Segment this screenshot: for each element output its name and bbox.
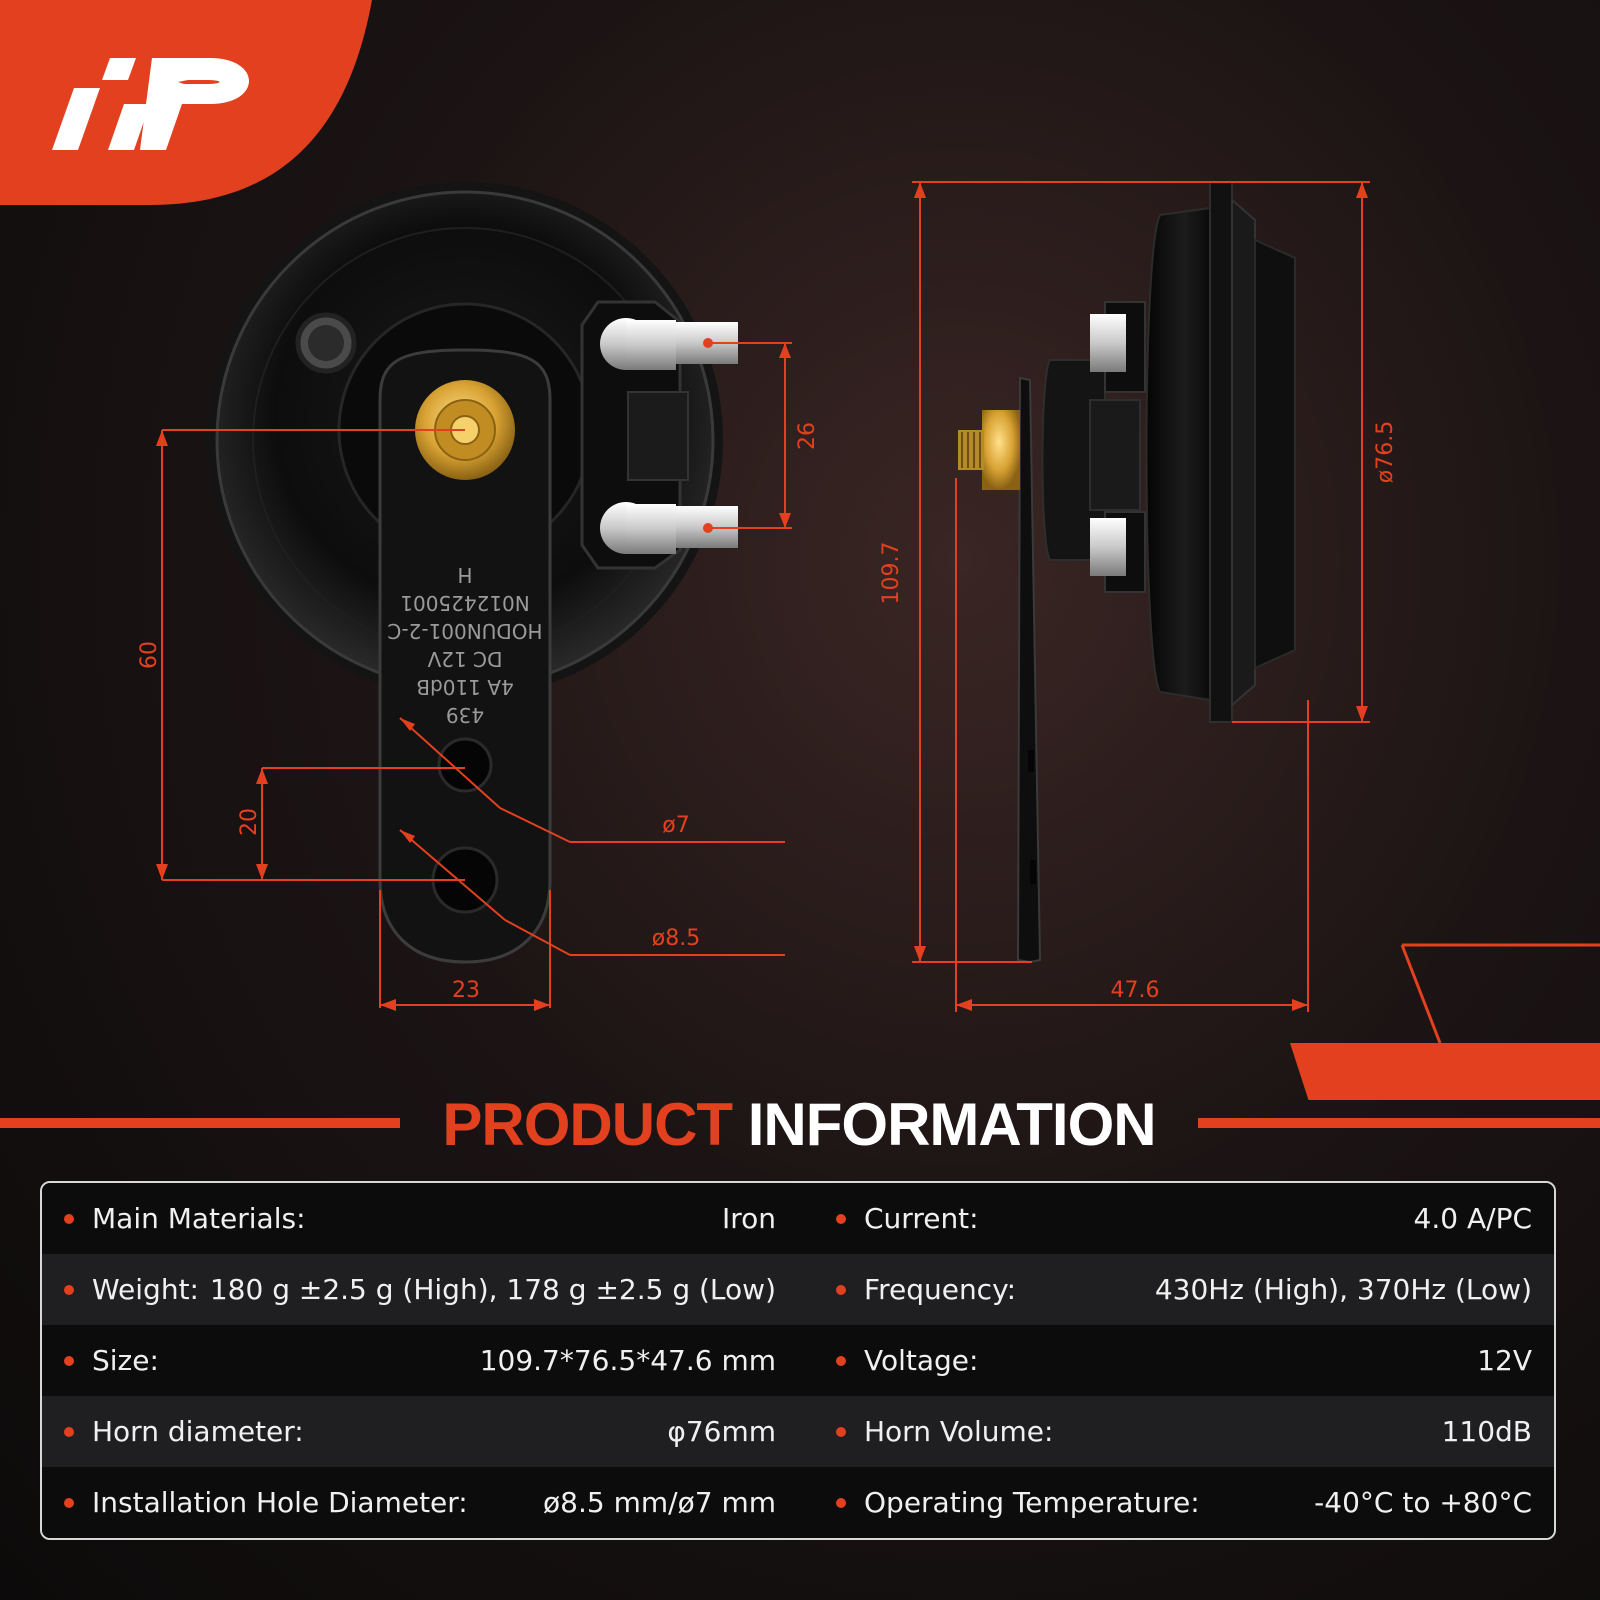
spec-row: Installation Hole Diameter: ø8.5 mm/ø7 mm… [42,1467,1554,1538]
heading-accent: PRODUCT [442,1091,733,1158]
front-dimensions [161,342,792,1008]
dim-mount-to-center: 60 [137,641,162,669]
bullet-icon [836,1497,846,1508]
marking-line-2: N012425001 [400,591,529,615]
spec-label: Current: [864,1202,979,1235]
dim-large-hole: ø8.5 [652,926,700,951]
bullet-icon [836,1284,846,1295]
spec-value: -40°C to +80°C [1314,1486,1532,1519]
horn-markings: H N012425001 HODUN001-2-C DC 12V 4A 110d… [387,563,542,727]
horn-front-view: H N012425001 HODUN001-2-C DC 12V 4A 110d… [207,182,738,964]
dim-side-diameter: ø76.5 [1373,421,1398,483]
marking-line-5: 4A 110dB [416,675,513,699]
spec-value: 430Hz (High), 370Hz (Low) [1154,1273,1532,1306]
dim-side-depth: 47.6 [1111,978,1160,1003]
decor-band-right [1290,1043,1600,1100]
spec-cell-left: Installation Hole Diameter: ø8.5 mm/ø7 mm [42,1486,798,1519]
bullet-icon [836,1355,846,1366]
spec-cell-right: Current: 4.0 A/PC [798,1202,1554,1235]
spec-cell-right: Voltage: 12V [798,1344,1554,1377]
dim-small-hole: ø7 [662,813,689,838]
bullet-icon [64,1355,74,1366]
spec-row: Size: 109.7*76.5*47.6 mm Voltage: 12V [42,1325,1554,1396]
spec-label: Main Materials: [92,1202,306,1235]
spec-row: Main Materials: Iron Current: 4.0 A/PC [42,1183,1554,1254]
spec-row: Horn diameter: φ76mm Horn Volume: 110dB [42,1396,1554,1467]
dim-terminal-spacing: 26 [795,422,820,450]
spec-value: 4.0 A/PC [1413,1202,1532,1235]
spec-label: Installation Hole Diameter: [92,1486,468,1519]
side-dimension-arrows [914,182,1368,1011]
decor-line-right-slant [1400,944,1442,1044]
marking-line-6: 439 [446,703,484,727]
bullet-icon [836,1426,846,1437]
spec-value: 12V [1477,1344,1532,1377]
spec-label: Size: [92,1344,159,1377]
spec-cell-left: Horn diameter: φ76mm [42,1415,798,1448]
spec-cell-right: Frequency: 430Hz (High), 370Hz (Low) [798,1273,1554,1306]
spec-value: ø8.5 mm/ø7 mm [543,1486,776,1519]
bullet-icon [64,1213,74,1224]
horn-side-view [958,181,1296,964]
spec-cell-right: Operating Temperature: -40°C to +80°C [798,1486,1554,1519]
marking-line-3: HODUN001-2-C [387,619,542,643]
product-information-heading: PRODUCT INFORMATION [400,1090,1198,1160]
spec-value: 110dB [1441,1415,1532,1448]
spec-label: Voltage: [864,1344,979,1377]
spec-value: 109.7*76.5*47.6 mm [479,1344,776,1377]
spec-label: Frequency: [864,1273,1017,1306]
spec-label: Operating Temperature: [864,1486,1200,1519]
spec-value: φ76mm [667,1415,776,1448]
side-dimensions [912,181,1370,1012]
spec-label: Weight: [92,1273,199,1306]
bullet-icon [64,1497,74,1508]
bullet-icon [64,1426,74,1437]
spec-cell-right: Horn Volume: 110dB [798,1415,1554,1448]
specs-table: Main Materials: Iron Current: 4.0 A/PC Wei… [40,1181,1556,1540]
brand-logo-icon [52,58,249,150]
heading-main: INFORMATION [747,1091,1157,1158]
bullet-icon [836,1213,846,1224]
spec-label: Horn Volume: [864,1415,1054,1448]
bullet-icon [64,1284,74,1295]
heading-ribbon-right [1198,1118,1600,1128]
diagram-canvas: H N012425001 HODUN001-2-C DC 12V 4A 110d… [0,0,1600,1100]
marking-line-1: H [457,563,472,587]
spec-cell-left: Weight: 180 g ±2.5 g (High), 178 g ±2.5 g… [42,1273,798,1306]
spec-label: Horn diameter: [92,1415,304,1448]
heading-ribbon-left [0,1118,400,1128]
dim-bracket-width: 23 [452,978,480,1003]
spec-row: Weight: 180 g ±2.5 g (High), 178 g ±2.5 g… [42,1254,1554,1325]
spec-cell-left: Main Materials: Iron [42,1202,798,1235]
dim-hole-spacing: 20 [237,808,262,836]
dim-side-height: 109.7 [879,542,904,605]
front-dimension-arrows [156,343,791,1011]
marking-line-4: DC 12V [427,647,502,671]
spec-cell-left: Size: 109.7*76.5*47.6 mm [42,1344,798,1377]
spec-value: 180 g ±2.5 g (High), 178 g ±2.5 g (Low) [209,1273,776,1306]
spec-value: Iron [721,1202,776,1235]
